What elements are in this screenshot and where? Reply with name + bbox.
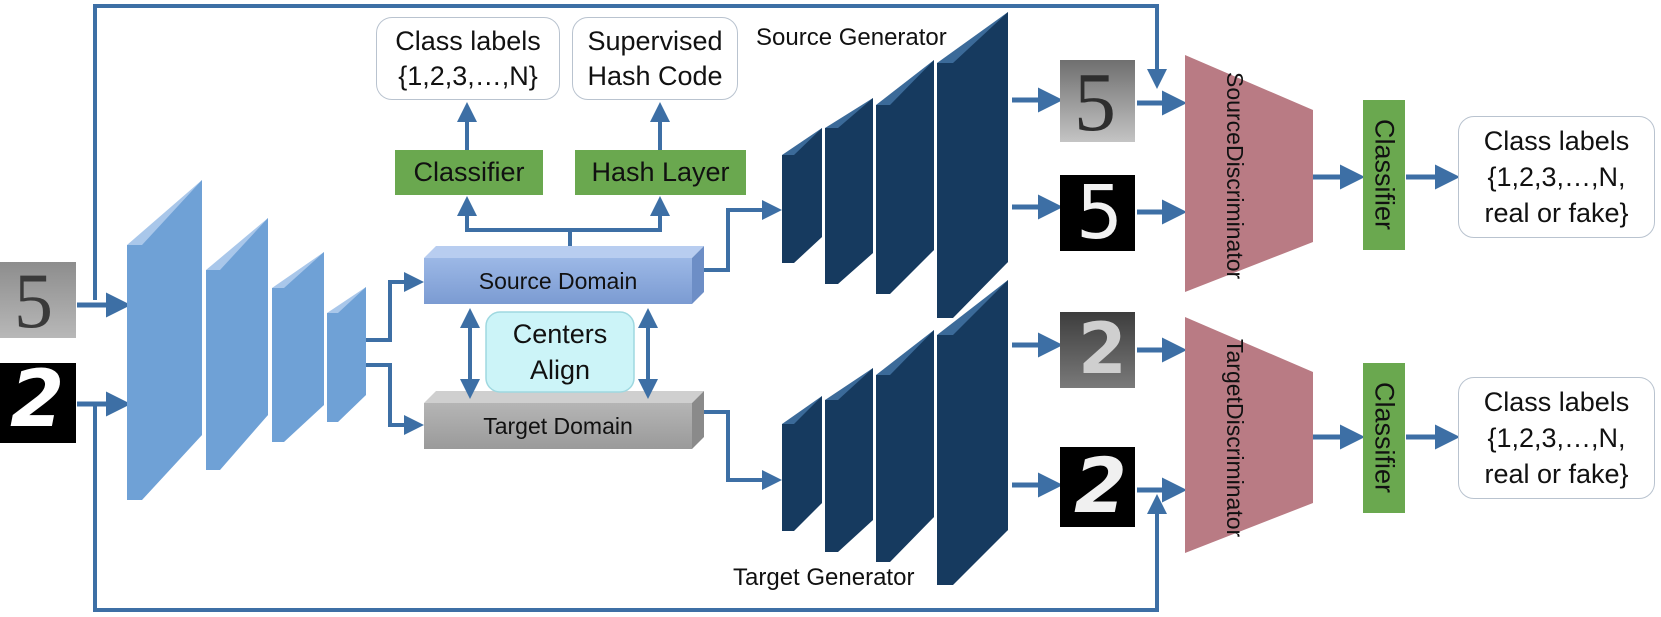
class-labels-source-line2: {1,2,3,…,N, xyxy=(1487,162,1626,192)
target-gen-layer-2 xyxy=(825,368,873,552)
target-disc-line1: Target xyxy=(1222,338,1248,403)
domain-to-heads-arrows xyxy=(457,102,670,246)
centers-align-label: Centers Align xyxy=(486,312,634,392)
class-labels-top-line1: Class labels xyxy=(395,25,541,56)
input-image-source: 5 xyxy=(0,262,76,338)
source-generator-label: Source Generator xyxy=(756,24,947,51)
source-generated-image: 5 xyxy=(1060,175,1135,251)
target-discriminator xyxy=(1185,317,1313,553)
encoder-to-domains-arrows xyxy=(366,272,424,435)
target-real-digit: 2 xyxy=(1078,312,1127,388)
source-real-image: 5 xyxy=(1060,60,1135,142)
classifier-source-label: Classifier xyxy=(1369,119,1400,231)
supervised-hash-line2: Hash Code xyxy=(587,60,723,91)
supervised-hash-code-box: Supervised Hash Code xyxy=(572,17,738,100)
classifier-box-top: Classifier xyxy=(395,150,543,195)
target-generated-image: 2 xyxy=(1060,447,1135,527)
source-generated-digit: 5 xyxy=(1076,175,1124,251)
target-gen-layer-3 xyxy=(876,330,934,562)
target-generated-digit: 2 xyxy=(1074,447,1127,527)
input-source-digit: 5 xyxy=(14,262,53,338)
target-generator-label: Target Generator xyxy=(733,564,915,591)
encoder-layer-1 xyxy=(127,180,202,500)
target-discriminator-label: Target Discriminator xyxy=(1185,322,1285,554)
input-image-target: 2 xyxy=(0,363,76,443)
class-labels-target-line2: {1,2,3,…,N, xyxy=(1487,423,1626,453)
classifier-target-label: Classifier xyxy=(1369,382,1400,494)
source-domain-label: Source Domain xyxy=(478,267,638,294)
class-labels-source-line1: Class labels xyxy=(1483,126,1630,156)
class-labels-source-line3: real or fake} xyxy=(1484,198,1629,228)
target-generator xyxy=(782,280,1008,585)
class-labels-target-line3: real or fake} xyxy=(1484,459,1629,489)
skip-connection-top xyxy=(93,4,1167,300)
source-discriminator-label: Source Discriminator xyxy=(1185,60,1285,292)
encoder-layer-4 xyxy=(327,287,366,422)
source-generator xyxy=(782,12,1008,318)
source-gen-layer-2 xyxy=(825,98,873,284)
classifier-box-source: Classifier xyxy=(1363,100,1405,250)
encoder xyxy=(127,180,366,500)
class-labels-source-box: Class labels {1,2,3,…,N, real or fake} xyxy=(1458,116,1655,238)
centers-align-line1: Centers xyxy=(512,319,608,349)
target-domain-label: Target Domain xyxy=(483,412,633,439)
class-labels-target-line1: Class labels xyxy=(1483,387,1630,417)
target-domain-bar xyxy=(424,391,704,449)
supervised-hash-line1: Supervised xyxy=(587,25,723,56)
class-labels-target-box: Class labels {1,2,3,…,N, real or fake} xyxy=(1458,377,1655,499)
target-gen-layer-4 xyxy=(937,280,1008,585)
source-domain-bar xyxy=(424,246,704,304)
class-labels-top-line2: {1,2,3,…,N} xyxy=(398,60,538,91)
target-gen-layer-1 xyxy=(782,396,822,531)
images-to-discriminators-arrows xyxy=(1137,90,1187,503)
classifier-box-target: Classifier xyxy=(1363,363,1405,513)
source-gen-layer-3 xyxy=(876,60,934,294)
class-labels-top-box: Class labels {1,2,3,…,N} xyxy=(376,17,560,100)
source-disc-line2: Discriminator xyxy=(1222,145,1248,280)
skip-connection-bottom xyxy=(93,404,1167,612)
hash-layer-box: Hash Layer xyxy=(575,150,746,195)
encoder-layer-3 xyxy=(272,252,324,442)
target-disc-line2: Discriminator xyxy=(1222,402,1248,538)
source-disc-line1: Source xyxy=(1222,72,1248,146)
generator-to-images-arrows xyxy=(1012,87,1063,498)
source-discriminator xyxy=(1185,55,1313,292)
encoder-layer-2 xyxy=(206,218,268,470)
source-gen-layer-1 xyxy=(782,128,822,263)
target-real-image: 2 xyxy=(1060,312,1135,388)
input-target-digit: 2 xyxy=(10,363,65,443)
centers-align-box xyxy=(485,311,635,393)
align-arrows xyxy=(460,308,658,399)
source-gen-layer-4 xyxy=(937,12,1008,318)
centers-align-line2: Align xyxy=(529,355,591,385)
discriminator-to-classifier-arrows xyxy=(1313,164,1460,450)
source-real-digit: 5 xyxy=(1074,60,1116,142)
domains-to-generators-arrows xyxy=(704,200,782,490)
